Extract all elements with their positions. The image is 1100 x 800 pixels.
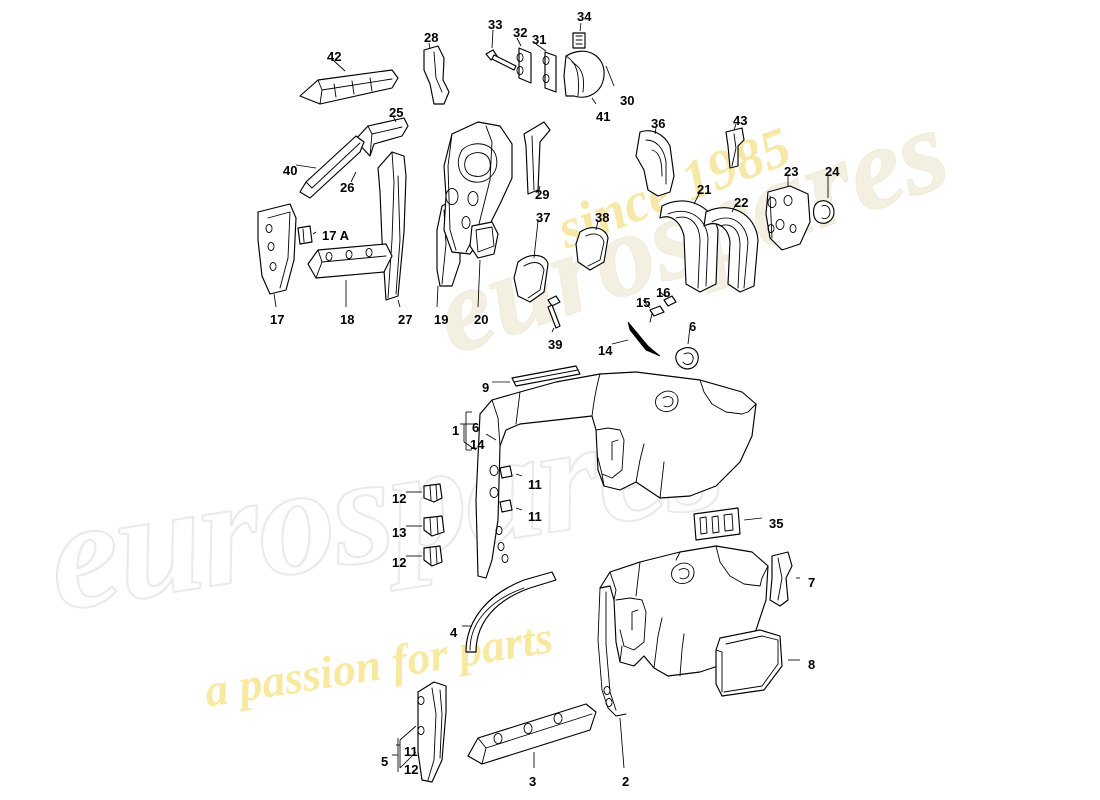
part-37 [513, 220, 549, 303]
part-28 [423, 42, 450, 105]
part-24 [812, 176, 835, 224]
part-38 [575, 220, 609, 271]
callout-12-lower: 12 [392, 555, 407, 570]
part-23 [765, 176, 811, 251]
part-34 [572, 22, 586, 49]
callout-23: 23 [784, 164, 799, 179]
callout-36: 36 [651, 116, 666, 131]
part-31 [535, 43, 557, 93]
callout-11-upper: 11 [528, 477, 542, 492]
callout-11-lower: 11 [528, 509, 542, 524]
callout-3: 3 [529, 774, 537, 789]
callout-12-upper: 12 [392, 491, 407, 506]
part-15-16 [642, 291, 677, 323]
part-4 [462, 571, 557, 653]
callout-24: 24 [825, 164, 840, 179]
callout-5: 5 [381, 754, 389, 769]
callout-26: 26 [340, 180, 355, 195]
group-bracket-5 [392, 738, 399, 772]
part-8 [715, 629, 800, 697]
part-5 [396, 681, 447, 783]
part-43 [725, 123, 745, 169]
part-29-strip [523, 121, 551, 195]
group-bracket-1 [465, 411, 472, 451]
callout-13: 13 [392, 525, 407, 540]
callout-7: 7 [808, 575, 816, 590]
callout-14-strip: 14 [598, 343, 613, 358]
callout-42: 42 [327, 49, 342, 64]
part-30 [563, 50, 615, 105]
part-35 [693, 507, 763, 541]
callout-11-bottom: 11 [404, 744, 418, 759]
part-3 [467, 703, 597, 768]
callout-20: 20 [474, 312, 489, 327]
callout-33: 33 [488, 17, 503, 32]
callout-37: 37 [536, 210, 551, 225]
callout-6: 6 [472, 420, 480, 435]
callout-19: 19 [434, 312, 449, 327]
callout-43: 43 [733, 113, 748, 128]
part-7 [769, 551, 800, 607]
callout-32: 32 [513, 25, 528, 40]
part-36 [635, 127, 675, 197]
part-40 [295, 164, 317, 169]
callout-41: 41 [596, 109, 611, 124]
callout-8: 8 [808, 657, 816, 672]
callout-29: 29 [535, 187, 550, 202]
part-9 [492, 365, 581, 387]
part-17A [297, 225, 317, 245]
callout-28: 28 [424, 30, 439, 45]
part-6-ring [675, 326, 699, 370]
callout-17a: 17 A [322, 228, 349, 243]
part-20 [469, 221, 499, 308]
part-1-body-side [460, 371, 757, 579]
part-14-strip [611, 321, 661, 357]
callout-35: 35 [769, 516, 784, 531]
callout-21: 21 [697, 182, 712, 197]
callout-2: 2 [622, 774, 630, 789]
callout-34: 34 [577, 9, 592, 24]
part-26 [299, 135, 365, 199]
part-39 [547, 295, 561, 333]
callout-14: 14 [470, 437, 485, 452]
callout-38: 38 [595, 210, 610, 225]
part-42 [299, 59, 399, 105]
callout-4: 4 [450, 625, 458, 640]
part-11 [499, 465, 523, 513]
callout-39: 39 [548, 337, 563, 352]
part-17 [257, 203, 297, 308]
part-12-lower [406, 545, 443, 567]
callout-40: 40 [283, 163, 298, 178]
callout-31: 31 [532, 32, 547, 47]
callout-25: 25 [389, 105, 404, 120]
callout-6-ring: 6 [689, 319, 697, 334]
part-25 [354, 115, 409, 157]
callout-1: 1 [452, 423, 460, 438]
callout-9: 9 [482, 380, 490, 395]
callout-22: 22 [734, 195, 749, 210]
callout-18: 18 [340, 312, 355, 327]
part-13 [406, 515, 445, 537]
callout-27: 27 [398, 312, 413, 327]
part-21 [659, 191, 719, 293]
callout-30: 30 [620, 93, 635, 108]
part-12-upper [406, 483, 443, 503]
part-32 [516, 37, 532, 84]
callout-16: 16 [656, 285, 671, 300]
part-18 [307, 243, 393, 307]
part-22 [703, 203, 759, 293]
part-33 [485, 29, 517, 71]
callout-12-bottom: 12 [404, 762, 419, 777]
callout-17: 17 [270, 312, 285, 327]
callout-15: 15 [636, 295, 651, 310]
